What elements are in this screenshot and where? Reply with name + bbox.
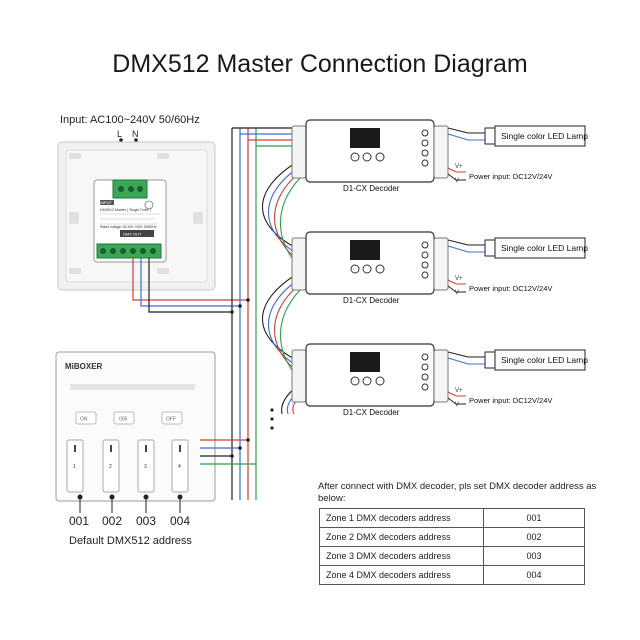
vminus-1: V-	[455, 178, 461, 184]
address-002: 002	[102, 514, 122, 528]
zone-label: Zone 2 DMX decoders address	[319, 527, 484, 547]
power-2-label: Power input: DC12V/24V	[469, 284, 553, 293]
address-note: After connect with DMX decoder, pls set …	[318, 481, 597, 504]
table-row: Zone 4 DMX decoders address 004	[319, 565, 585, 585]
vminus-3: V-	[455, 402, 461, 408]
lamp-3-label: Single color LED Lamp	[501, 355, 588, 365]
panel-on-button: ON	[80, 417, 88, 423]
table-row: Zone 3 DMX decoders address 003	[319, 546, 585, 566]
zone-1-number: 1	[73, 464, 76, 470]
lamp-1-label: Single color LED Lamp	[501, 131, 588, 141]
zone-label: Zone 1 DMX decoders address	[319, 508, 484, 528]
vplus-2: V+	[455, 276, 463, 282]
master-module	[93, 179, 167, 263]
address-001: 001	[69, 514, 89, 528]
default-address-caption: Default DMX512 address	[69, 535, 192, 547]
address-004: 004	[170, 514, 190, 528]
lamp-boxes	[484, 125, 586, 371]
decoder-1-label: D1-CX Decoder	[343, 184, 400, 193]
terminal-l-label: L	[117, 129, 122, 139]
address-003: 003	[136, 514, 156, 528]
zone-address-table: Zone 1 DMX decoders address 001 Zone 2 D…	[319, 508, 585, 585]
table-row: Zone 1 DMX decoders address 001	[319, 508, 585, 528]
vplus-3: V+	[455, 388, 463, 394]
power-1-label: Power input: DC12V/24V	[469, 172, 553, 181]
zone-value: 003	[483, 546, 585, 566]
module-model-text: DMX512 Master ( Single Color )	[100, 208, 151, 212]
vplus-1: V+	[455, 164, 463, 170]
miboxer-panel	[55, 351, 216, 502]
table-row: Zone 2 DMX decoders address 002	[319, 527, 585, 547]
address-leaders	[77, 494, 183, 513]
diagram-title: DMX512 Master Connection Diagram	[112, 50, 528, 78]
output-wires	[447, 127, 485, 405]
panel-brand: MiBOXER	[65, 362, 103, 371]
decoder-2	[291, 231, 449, 295]
decoder-3	[291, 343, 449, 407]
module-output-tag: DMX OUT	[123, 232, 142, 237]
zone-label: Zone 4 DMX decoders address	[319, 565, 484, 585]
module-spec-text: Rated voltage: AC100~240V 50/60Hz	[100, 225, 157, 229]
zone-value: 004	[483, 565, 585, 585]
zone-value: 002	[483, 527, 585, 547]
decoder-1	[291, 119, 449, 183]
continuation-dots	[270, 408, 274, 430]
ac-input-label: Input: AC100~240V 50/60Hz	[60, 114, 200, 126]
vminus-2: V-	[455, 290, 461, 296]
terminal-n-label: N	[132, 129, 139, 139]
zone-value: 001	[483, 508, 585, 528]
zone-4-number: 4	[178, 464, 181, 470]
panel-mid-button: 005	[119, 417, 128, 423]
module-input-tag: INPUT	[100, 200, 113, 205]
panel-off-button: OFF	[166, 417, 176, 423]
decoder-2-label: D1-CX Decoder	[343, 296, 400, 305]
power-3-label: Power input: DC12V/24V	[469, 396, 553, 405]
lamp-2-label: Single color LED Lamp	[501, 243, 588, 253]
zone-label: Zone 3 DMX decoders address	[319, 546, 484, 566]
dmx-bus-trunk	[132, 127, 298, 500]
zone-2-number: 2	[109, 464, 112, 470]
zone-3-number: 3	[144, 464, 147, 470]
decoder-3-label: D1-CX Decoder	[343, 408, 400, 417]
